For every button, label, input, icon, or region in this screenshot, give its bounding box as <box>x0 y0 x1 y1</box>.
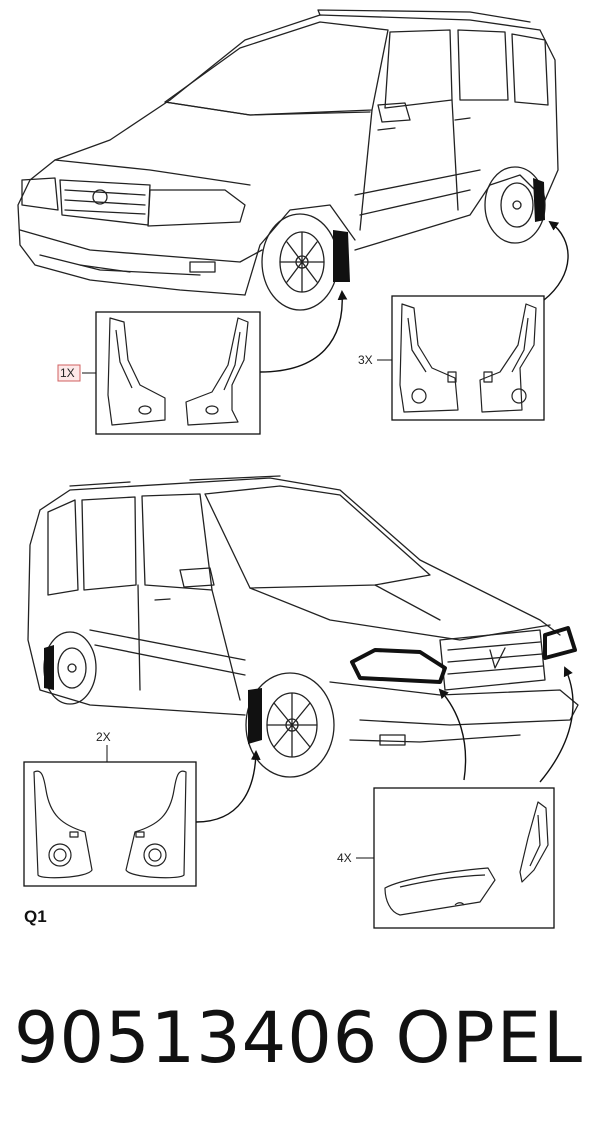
rear-flaps-qty-label: 3X <box>358 353 373 367</box>
front-mudflaps-box <box>95 311 261 435</box>
bottom-rear-mudflap-marker <box>44 645 54 690</box>
lamp-covers-arrow-right <box>539 666 574 783</box>
rear-flaps-arrow <box>543 220 569 301</box>
universal-flaps-arrow <box>195 750 261 823</box>
universal-flaps-qty-callout: 2X <box>96 730 111 762</box>
section-label: Q1 <box>24 907 47 926</box>
bottom-van-illustration <box>27 475 579 778</box>
rear-mudflaps-box <box>391 295 545 421</box>
brand-name: OPEL <box>395 997 584 1079</box>
rear-flaps-qty-callout: 3X <box>358 353 392 367</box>
headlamp-highlight-left <box>350 648 447 684</box>
rear-mudflap-marker <box>533 178 545 222</box>
product-footer: 90513406 OPEL <box>0 988 600 1098</box>
front-flaps-arrow <box>259 290 348 373</box>
lamp-covers-arrow-left <box>438 688 467 781</box>
lamp-covers-qty-callout: 4X <box>337 851 374 865</box>
universal-mudflaps-box <box>23 761 197 887</box>
lamp-covers-box <box>373 787 555 929</box>
headlamp-highlight-right <box>543 626 577 660</box>
bottom-front-mudflap-marker <box>248 688 262 744</box>
universal-flaps-qty-label: 2X <box>96 730 111 744</box>
top-van-illustration <box>17 9 559 311</box>
front-flaps-qty-label: 1X <box>60 366 75 380</box>
part-number: 90513406 <box>14 997 379 1079</box>
lamp-covers-qty-label: 4X <box>337 851 352 865</box>
front-flaps-qty-callout: 1X <box>57 364 96 382</box>
front-mudflap-marker <box>333 230 350 282</box>
